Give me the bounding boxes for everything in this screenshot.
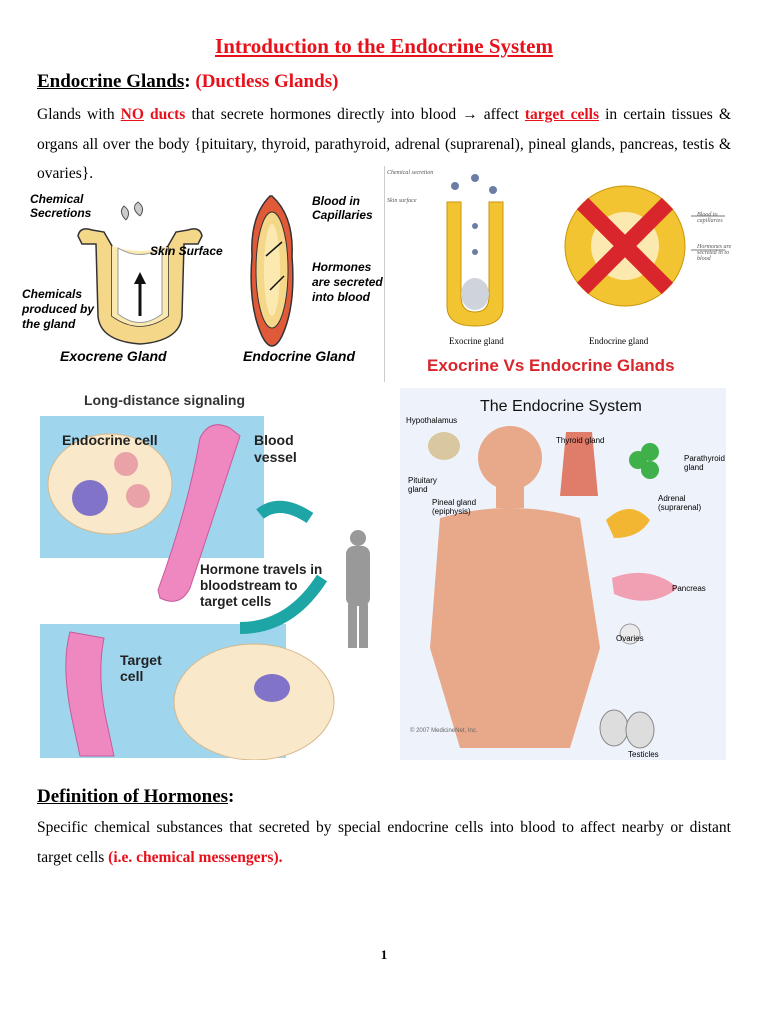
exocrine-endocrine-illustration xyxy=(446,174,725,327)
label-chemicals-produced: Chemicals produced by the gland xyxy=(22,287,95,331)
label-hormones-secreted: Hormones are secreted into blood xyxy=(312,260,383,304)
para-target-cells: target cells xyxy=(524,106,599,123)
label-skin-surface: Skin Surface xyxy=(150,244,223,258)
figure-gland-types: Chemical Secretions Skin Surface Chemica… xyxy=(0,186,384,378)
label-pancreas: Pancreas xyxy=(672,584,706,593)
heading-colon: : xyxy=(184,71,191,92)
endocrine-glands-paragraph: Glands with NO ducts that secrete hormon… xyxy=(37,100,731,189)
label-testicles: Testicles xyxy=(628,750,659,759)
label-hypothalamus: Hypothalamus xyxy=(406,416,458,425)
label-copyright: © 2007 MedicineNet, Inc. xyxy=(410,728,478,734)
label-parathyroid: Parathyroid gland xyxy=(684,454,725,472)
exocrine-gland-drawing xyxy=(77,201,203,345)
label-blood-capillaries: Blood in Capillaries xyxy=(312,194,373,222)
para-no: NO xyxy=(120,106,144,123)
endocrine-gland-drawing xyxy=(250,195,294,347)
label-chemical-secretion: Chemical secretion xyxy=(387,170,434,176)
section-heading-definition: Definition of Hormones: xyxy=(37,786,234,808)
label-hormone-travels: Hormone travels in bloodstream to target… xyxy=(200,562,323,609)
section-heading-endocrine-glands: Endocrine Glands: (Ductless Glands) xyxy=(37,71,338,93)
page-number: 1 xyxy=(380,947,388,962)
figure-long-distance-signaling: Long-distance signaling Endocrine cell B… xyxy=(40,388,372,761)
figure-exocrine-vs-endocrine: Chemical secretion Skin surface Blood to… xyxy=(384,166,742,382)
heading-text: Endocrine Glands xyxy=(37,71,185,92)
document-title: Introduction to the Endocrine System xyxy=(215,34,553,58)
label-skin-surface-2: Skin surface xyxy=(387,198,417,204)
label-endocrine-system: The Endocrine System xyxy=(480,398,642,415)
definition-paragraph: Specific chemical substances that secret… xyxy=(37,813,731,872)
figure-caption: Exocrine Vs Endocrine Glands xyxy=(427,356,675,375)
para-text: that secrete hormones directly into bloo… xyxy=(185,106,525,123)
para-text: Specific chemical substances that secret… xyxy=(37,819,731,866)
label-chemical-secretions: Chemical Secretions xyxy=(30,192,92,220)
endocrine-body-illustration xyxy=(428,426,678,749)
label-pineal: Pineal gland (epiphysis) xyxy=(432,498,477,516)
label-long-distance: Long-distance signaling xyxy=(84,392,246,408)
label-blood-vessel: Blood vessel xyxy=(254,432,297,465)
label-exocrine: Exocrine gland xyxy=(449,336,504,346)
para-chemical-messengers: (i.e. chemical messengers). xyxy=(108,848,283,866)
label-hormones-secreted-2: Hormones are secreted in to blood xyxy=(697,244,732,262)
label-endocrine: Endocrine gland xyxy=(589,336,649,346)
label-endocrine-gland: Endocrine Gland xyxy=(243,348,356,364)
heading-text: Definition of Hormones xyxy=(37,786,229,807)
para-ducts: ducts xyxy=(143,106,186,123)
signaling-illustration xyxy=(40,416,370,761)
label-thyroid: Thyroid gland xyxy=(556,436,605,445)
gland-diagram xyxy=(77,195,294,347)
label-endocrine-cell: Endocrine cell xyxy=(62,432,158,448)
label-blood-to-capillaries: Blood to capillaries xyxy=(697,212,723,224)
label-ovaries: Ovaries xyxy=(616,634,644,643)
label-target-cell: Target cell xyxy=(120,652,162,684)
label-exocrine-gland: Exocrene Gland xyxy=(60,348,167,364)
heading-subtitle: (Ductless Glands) xyxy=(195,71,339,92)
label-pituitary: Pituitary gland xyxy=(408,476,437,494)
para-text: Glands with xyxy=(37,106,121,123)
para-text: in certain tissues & organs all over the… xyxy=(37,106,731,182)
figure-endocrine-system: The Endocrine System Hypothalamus Pituit… xyxy=(400,388,726,760)
heading-colon: : xyxy=(228,786,235,807)
label-adrenal: Adrenal (suprarenal) xyxy=(658,494,702,512)
